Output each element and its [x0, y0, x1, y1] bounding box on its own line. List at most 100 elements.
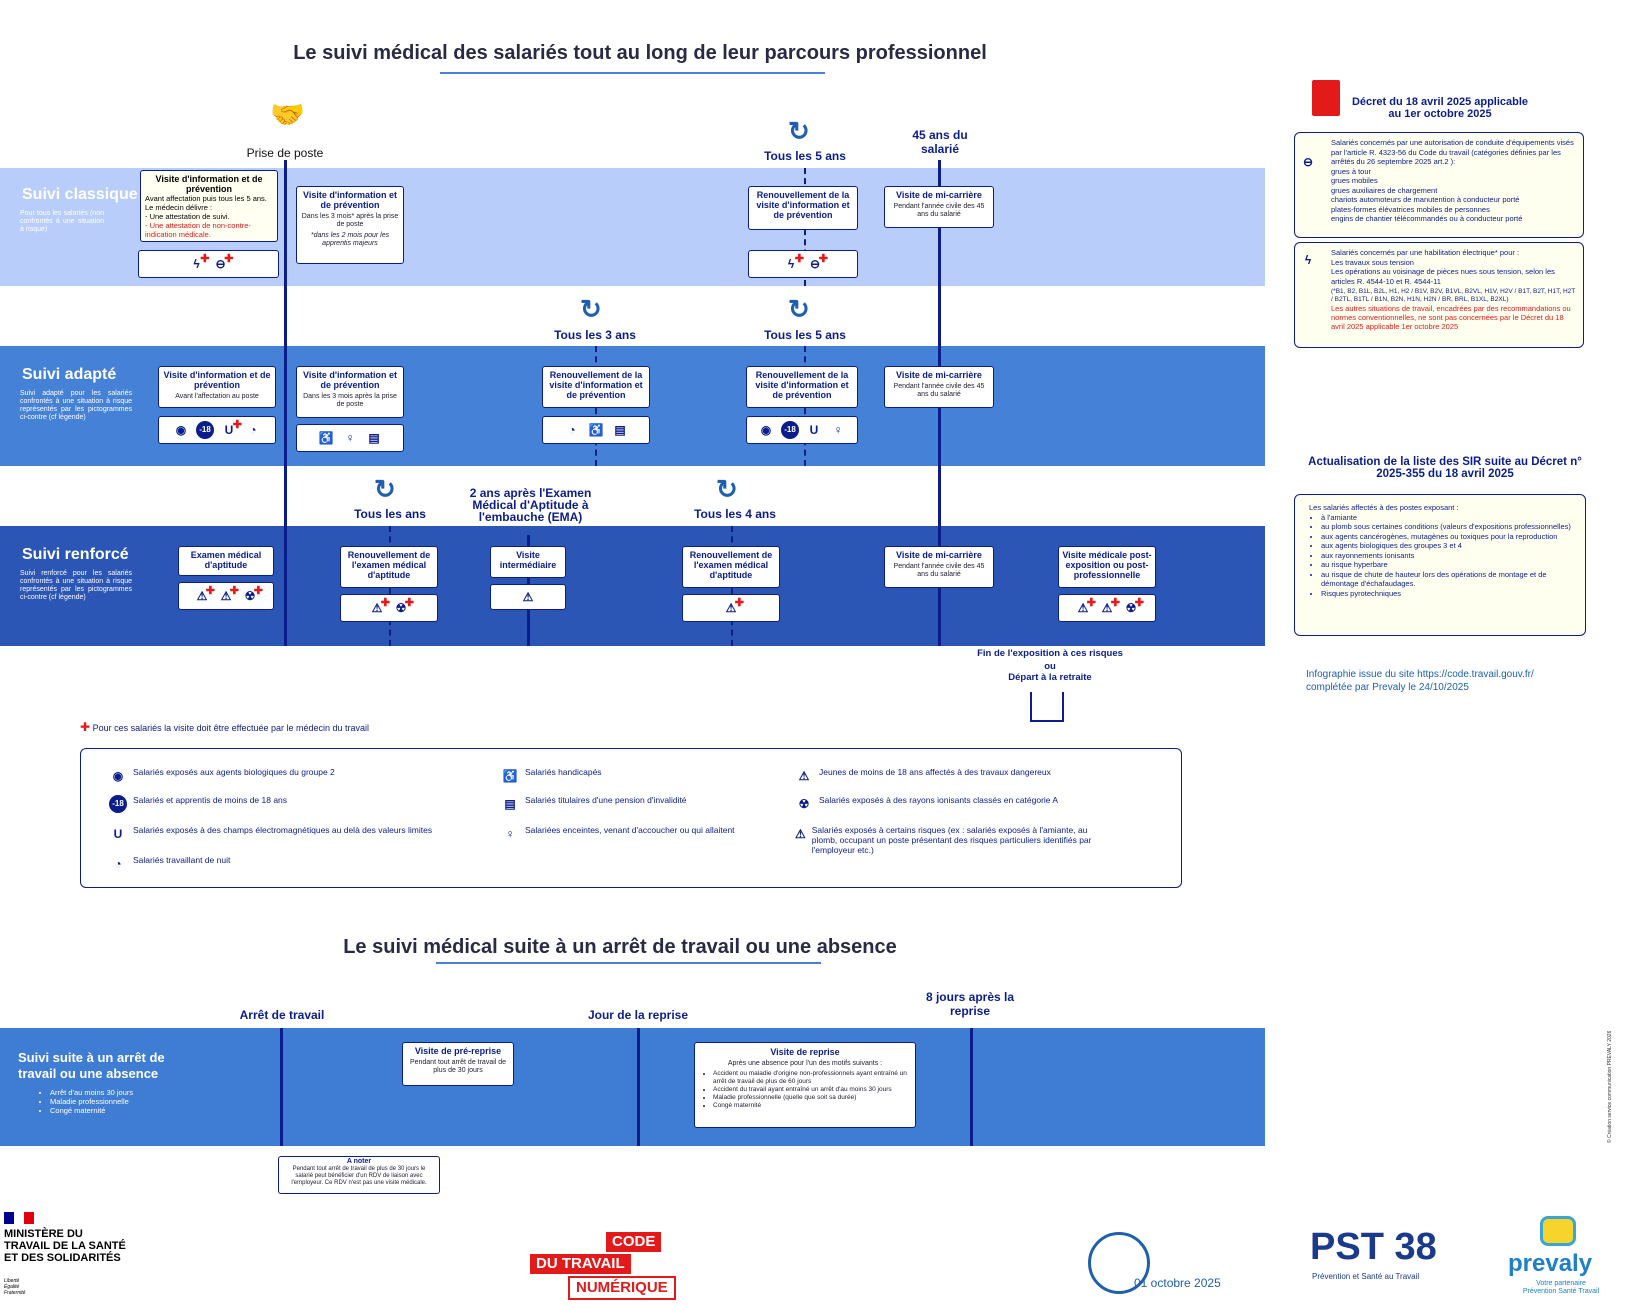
card-classique-micarriere[interactable]: Visite de mi-carrière Pendant l'année ci… [884, 186, 994, 228]
card-title: Visite d'information et de prévention [163, 370, 271, 390]
side-box-equipment: ⊖ Salariés concernés par une autorisatio… [1294, 132, 1584, 238]
factory-exit-icon [1030, 692, 1064, 722]
radiation-icon: ☢✚ [1125, 597, 1144, 615]
code-book-icon [1312, 80, 1340, 116]
prevaly-sub: Votre partenaire Prévention Santé Travai… [1522, 1280, 1600, 1295]
band-arret-item: Maladie professionnelle [50, 1097, 170, 1106]
cycle-icon-ans: ↻ [374, 474, 396, 504]
box1-item: grues auxiliaires de chargement [1331, 185, 1438, 195]
card-renf-micarriere[interactable]: Visite de mi-carrière Pendant l'année ci… [884, 546, 994, 588]
redcross-text: Pour ces salariés la visite doit être ef… [92, 723, 370, 733]
side-box-electric: ϟ Salariés concernés par une habilitatio… [1294, 242, 1584, 348]
ministere-label: MINISTÈRE DU TRAVAIL DE LA SANTÉ ET DES … [4, 1228, 126, 1264]
side-box-sir: Les salariés affectés à des postes expos… [1294, 494, 1586, 636]
card-classique-vip[interactable]: Visite d'information et de prévention Av… [140, 170, 278, 242]
card-title: Visite d'information et de prévention [303, 190, 397, 210]
milestone-prise: Prise de poste [246, 146, 324, 160]
legend-text: Salariés exposés à des rayons ionisants … [819, 795, 1059, 805]
band-arret-item: Congé maternité [50, 1106, 170, 1115]
icons-renf-6: ⚠✚ ⚠✚ ☢✚ [1058, 594, 1156, 622]
milestone-4ans: Tous les 4 ans [694, 507, 776, 521]
section2-underline [436, 962, 821, 964]
reprise-item: Congé maternité [713, 1102, 907, 1110]
milestone-ou: ou [1044, 661, 1056, 672]
icons-renf-1: ⚠✚ ⚠✚ ☢✚ [178, 582, 274, 610]
card-title: Visite intermédiaire [499, 550, 557, 570]
box2-codes: (*B1, B2, B1L, B2L, H1, H2 / B1V, B2V, B… [1331, 288, 1576, 303]
milestone-fin-expo: Fin de l'exposition à ces risques [977, 648, 1123, 659]
card-title: Visite d'information et de prévention [155, 174, 263, 194]
icons-adapte-4: ◉ -18 U ♀ [746, 416, 858, 444]
pregnant-icon: ♀ [505, 827, 515, 841]
warning-under-18-icon: ⚠✚ [1077, 597, 1096, 615]
card-adapte-vip-3mois[interactable]: Visite d'information et de prévention Da… [296, 366, 404, 418]
card-renf-renouv-4ans[interactable]: Renouvellement de l'examen médical d'apt… [682, 546, 780, 588]
mask-icon: ◉ [175, 423, 187, 437]
legend-item-risks: ⚠Salariés exposés à certains risques (ex… [795, 825, 1115, 855]
card-renf-examen[interactable]: Examen médical d'aptitude [178, 546, 274, 576]
milestone-ema: 2 ans après l'Examen Médical d'Aptitude … [469, 486, 592, 524]
prevaly-logo: prevaly [1508, 1250, 1593, 1277]
lightning-icon: ϟ [1304, 253, 1312, 267]
warning-under-18-icon: ⚠ [798, 769, 810, 783]
card-renf-renouv-ans[interactable]: Renouvellement de l'examen médical d'apt… [340, 546, 438, 588]
card-adapte-micarriere[interactable]: Visite de mi-carrière Pendant l'année ci… [884, 366, 994, 408]
under-18-icon: -18 [109, 795, 127, 813]
card-title: Visite médicale post-exposition ou post-… [1062, 550, 1152, 580]
milestone-45ans: 45 ans du salarié [912, 128, 968, 156]
night-clock-icon: ◔ [114, 857, 122, 871]
sir-item: au risque de chute de hauteur lors des o… [1321, 570, 1571, 589]
card-adapte-vip[interactable]: Visite d'information et de prévention Av… [158, 366, 276, 408]
pension-card-icon: ▤ [368, 431, 380, 445]
radiation-icon: ☢✚ [244, 585, 263, 603]
crane-equipment-icon: ⊖✚ [215, 253, 234, 271]
under-18-icon: -18 [781, 421, 799, 439]
timeline-prise-de-poste [284, 160, 287, 646]
band-classique-desc: Pour tous les salariés (non confrontés à… [20, 210, 104, 233]
icons-adapte-3: ◔ ♿ ▤ [542, 416, 650, 444]
source-note[interactable]: Infographie issue du site https://code.t… [1306, 669, 1534, 693]
redcross-note: ✚ Pour ces salariés la visite doit être … [80, 720, 369, 734]
band-arret-item: Arrêt d'au moins 30 jours [50, 1088, 170, 1097]
sir-item: Risques pyrotechniques [1321, 589, 1571, 599]
legend-item-radiation: ☢Salariés exposés à des rayons ionisants… [795, 795, 1058, 813]
card-adapte-renouv-5ans[interactable]: Renouvellement de la visite d'informatio… [746, 366, 858, 408]
card-classique-vip-3mois[interactable]: Visite d'information et de prévention Da… [296, 186, 404, 264]
card-title: A noter [346, 1158, 372, 1165]
legend-item-pension: ▤Salariés titulaires d'une pension d'inv… [501, 795, 686, 813]
icons-renf-2: ⚠✚ ☢✚ [340, 594, 438, 622]
legend-item-mask: ◉Salariés exposés aux agents biologiques… [109, 767, 335, 785]
card-sub: Pendant l'année civile des 45 ans du sal… [893, 563, 985, 578]
card-visite-reprise[interactable]: Visite de reprise Après une absence pour… [694, 1042, 916, 1128]
box1-item: chariots automoteurs de manutention à co… [1331, 195, 1520, 204]
card-adapte-renouv-3ans[interactable]: Renouvellement de la visite d'informatio… [542, 366, 650, 408]
sir-item: aux rayonnements ionisants [1321, 551, 1571, 561]
band-renforce-arrow [1205, 526, 1265, 646]
card-renf-intermediaire[interactable]: Visite intermédiaire [490, 546, 566, 578]
card-prereprise[interactable]: Visite de pré-reprise Pendant tout arrêt… [402, 1042, 514, 1086]
wheelchair-icon: ♿ [502, 769, 518, 783]
card-note: *dans les 2 mois pour les apprentis maje… [310, 232, 390, 247]
card-title: Examen médical d'aptitude [190, 550, 262, 570]
sir-list: à l'amiante au plomb sous certaines cond… [1309, 513, 1571, 599]
box1-item: engins de chantier télécommandés ou à co… [1331, 214, 1523, 223]
cycle-icon-4ans: ↻ [716, 474, 738, 504]
icons-renf-4: ⚠✚ [682, 594, 780, 622]
card-classique-renouv[interactable]: Renouvellement de la visite d'informatio… [748, 186, 858, 230]
card-title: Renouvellement de la visite d'informatio… [549, 370, 643, 400]
card-renf-post-expo[interactable]: Visite médicale post-exposition ou post-… [1058, 546, 1156, 588]
card-sub: Dans les 3 mois* après la prise de poste [301, 213, 399, 228]
card-a-noter: A noter Pendant tout arrêt de travail de… [278, 1156, 440, 1194]
legend-item-night: ◔Salariés travaillant de nuit [109, 855, 230, 873]
box1-list: grues à tour grues mobiles grues auxilia… [1301, 167, 1577, 224]
magnet-icon: U [809, 423, 819, 437]
crane-equipment-icon: ⊖ [1302, 155, 1314, 169]
warning-under-18-icon: ⚠✚ [371, 597, 390, 615]
marianne-logo [4, 1212, 34, 1224]
mask-icon: ◉ [112, 769, 124, 783]
box2-intro: Salariés concernés par une habilitation … [1331, 248, 1520, 257]
box1-intro: Salariés concernés par une autorisation … [1331, 138, 1574, 166]
band-classique-arrow [1205, 168, 1265, 286]
legend-item-pregnant: ♀Salariées enceintes, venant d'accoucher… [501, 825, 735, 843]
